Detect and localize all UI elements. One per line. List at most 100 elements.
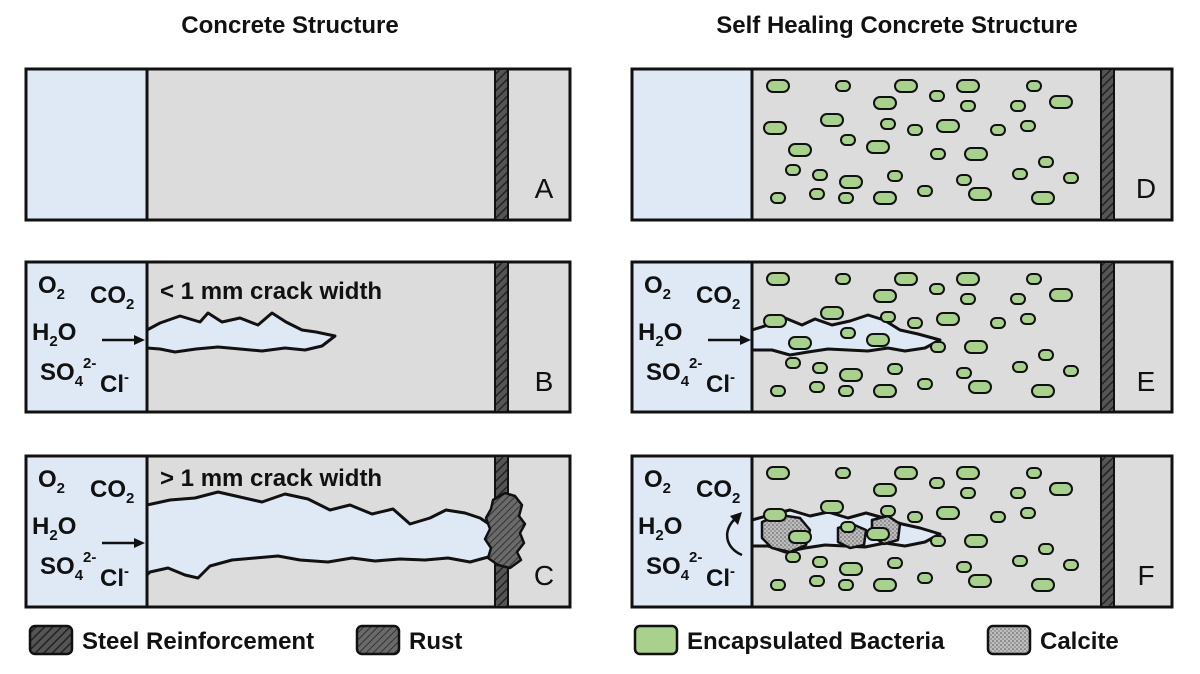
bacteria-capsule bbox=[1010, 100, 1026, 112]
legend-item-rust: Rust bbox=[355, 624, 462, 656]
bacteria-capsule bbox=[930, 148, 946, 160]
svg-text:SO42-: SO42- bbox=[646, 355, 702, 390]
bacteria-capsule bbox=[964, 147, 988, 161]
svg-text:H2O: H2O bbox=[638, 319, 682, 350]
bacteria-capsule bbox=[929, 283, 945, 295]
svg-text:H2O: H2O bbox=[32, 319, 76, 350]
bacteria-capsule bbox=[1020, 120, 1036, 132]
bacteria-capsule bbox=[887, 557, 903, 569]
bacteria-capsule bbox=[766, 79, 790, 93]
steel-swatch bbox=[28, 624, 74, 656]
bacteria-capsule bbox=[766, 466, 790, 480]
panel-letter: A bbox=[535, 173, 554, 204]
bacteria-capsule bbox=[1026, 273, 1042, 285]
legend-item-bacteria: Encapsulated Bacteria bbox=[633, 624, 945, 656]
legend-label: Steel Reinforcement bbox=[82, 628, 314, 655]
curved-arrow-head bbox=[730, 512, 742, 525]
bacteria-capsule bbox=[840, 134, 856, 146]
svg-text:O2: O2 bbox=[38, 272, 65, 303]
bacteria-capsule bbox=[770, 579, 786, 591]
bacteria-capsule bbox=[964, 340, 988, 354]
bacteria-capsule bbox=[990, 511, 1006, 523]
bacteria-capsule bbox=[1038, 349, 1054, 361]
ingress-arrow bbox=[708, 335, 751, 345]
bacteria-capsule bbox=[960, 293, 976, 305]
bacteria-capsule bbox=[788, 530, 812, 544]
right-column-title: Self Healing Concrete Structure bbox=[716, 12, 1077, 39]
bacteria-capsule bbox=[907, 124, 923, 136]
bacteria-capsule bbox=[894, 79, 918, 93]
bacteria-capsule bbox=[766, 272, 790, 286]
bacteria-capsule bbox=[956, 272, 980, 286]
bacteria-capsule bbox=[770, 192, 786, 204]
bacteria-capsule bbox=[812, 362, 828, 374]
chemical-labels: O2 CO2 H2O SO42- Cl- bbox=[32, 466, 134, 592]
bacteria-capsule bbox=[960, 487, 976, 499]
legend-item-steel: Steel Reinforcement bbox=[28, 624, 314, 656]
bacteria-capsule bbox=[1031, 578, 1055, 592]
left-column-title: Concrete Structure bbox=[181, 12, 398, 39]
svg-text:SO42-: SO42- bbox=[40, 355, 96, 390]
bacteria-capsule bbox=[960, 100, 976, 112]
bacteria-capsule bbox=[1012, 361, 1028, 373]
bacteria-capsule bbox=[930, 535, 946, 547]
svg-text:CO2: CO2 bbox=[90, 282, 134, 313]
svg-text:H2O: H2O bbox=[32, 513, 76, 544]
bacteria-capsule bbox=[1010, 487, 1026, 499]
bacteria-capsule bbox=[820, 500, 844, 514]
bacteria-capsule bbox=[873, 289, 897, 303]
bacteria-capsule bbox=[866, 527, 890, 541]
bacteria-capsule bbox=[873, 483, 897, 497]
svg-text:SO42-: SO42- bbox=[646, 549, 702, 584]
svg-text:Cl-: Cl- bbox=[100, 369, 129, 398]
bacteria-capsule bbox=[873, 96, 897, 110]
panel-d: D bbox=[630, 67, 1174, 222]
bacteria-capsule bbox=[840, 521, 856, 533]
svg-text:O2: O2 bbox=[644, 466, 671, 497]
bacteria-capsule bbox=[820, 306, 844, 320]
crack bbox=[145, 311, 337, 354]
svg-text:Cl-: Cl- bbox=[100, 563, 129, 592]
steel-bar bbox=[494, 68, 509, 221]
panel-letter: E bbox=[1137, 366, 1156, 397]
bacteria-capsule bbox=[894, 466, 918, 480]
bacteria-capsule bbox=[840, 327, 856, 339]
bacteria-capsule bbox=[956, 466, 980, 480]
legend-label: Encapsulated Bacteria bbox=[687, 628, 945, 655]
bacteria-capsule bbox=[866, 333, 890, 347]
bacteria-capsule bbox=[880, 118, 896, 130]
bacteria-capsule bbox=[990, 124, 1006, 136]
bacteria-capsule bbox=[763, 508, 787, 522]
panel-letter: B bbox=[535, 366, 554, 397]
bacteria-capsule bbox=[929, 90, 945, 102]
bacteria-capsule bbox=[809, 188, 825, 200]
bacteria-capsule bbox=[809, 381, 825, 393]
bacteria-capsule bbox=[785, 357, 801, 369]
bacteria-capsule bbox=[763, 121, 787, 135]
chemical-labels: O2 CO2 H2O SO42- Cl- bbox=[638, 272, 740, 398]
bacteria-capsule bbox=[917, 185, 933, 197]
bacteria-capsule bbox=[956, 174, 972, 186]
bacteria-capsule bbox=[835, 273, 851, 285]
bacteria-capsule bbox=[929, 477, 945, 489]
curved-arrow bbox=[726, 517, 743, 557]
bacteria-capsule bbox=[887, 363, 903, 375]
bacteria-capsule bbox=[812, 556, 828, 568]
bacteria-capsule bbox=[917, 572, 933, 584]
bacteria-capsule bbox=[1063, 365, 1079, 377]
bacteria-capsule bbox=[880, 311, 896, 323]
svg-text:SO42-: SO42- bbox=[40, 549, 96, 584]
bacteria-capsule bbox=[839, 562, 863, 576]
rust-blob bbox=[483, 491, 527, 570]
svg-text:O2: O2 bbox=[644, 272, 671, 303]
bacteria-capsule bbox=[770, 385, 786, 397]
panel-letter: C bbox=[534, 560, 554, 591]
bacteria-capsule bbox=[785, 551, 801, 563]
crack-width-label: > 1 mm crack width bbox=[160, 465, 382, 492]
bacteria-capsule bbox=[873, 578, 897, 592]
bacteria-capsule bbox=[873, 384, 897, 398]
chemical-labels: O2 CO2 H2O SO42- Cl- bbox=[638, 466, 740, 592]
bacteria-capsule bbox=[1031, 384, 1055, 398]
bacteria-capsule bbox=[907, 317, 923, 329]
